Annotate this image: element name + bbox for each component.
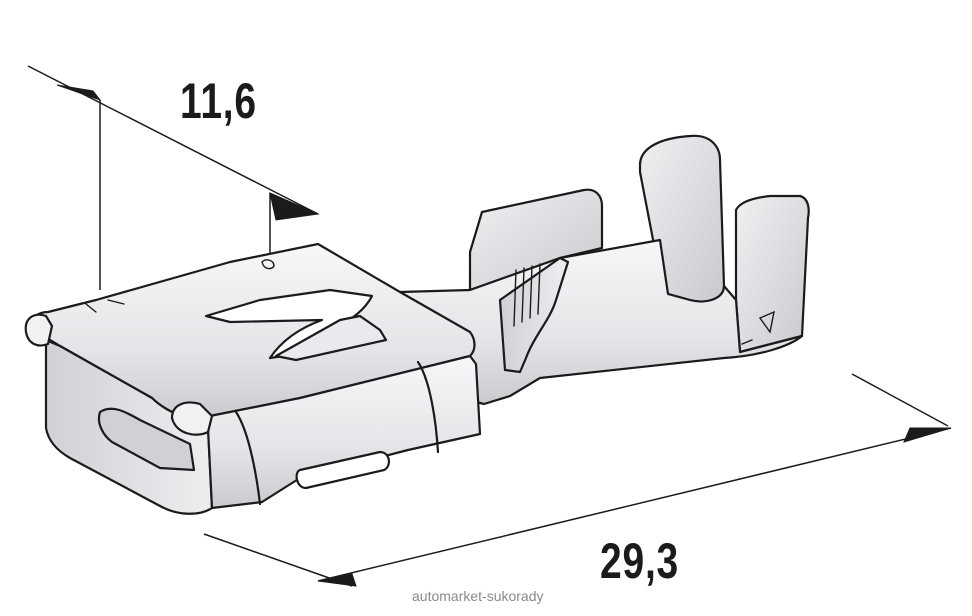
- front-slot: [97, 407, 196, 472]
- wire-crimp-front-wing: [498, 256, 570, 374]
- spring-tongue: [274, 314, 388, 362]
- wire-crimp-rear-wing: [468, 188, 604, 292]
- terminal-part: [24, 134, 810, 515]
- side-clip-band-right: [416, 360, 440, 454]
- serration-lines: [513, 263, 541, 327]
- side-slot: [295, 450, 390, 490]
- body-crease: [85, 299, 125, 313]
- side-clip-band-left: [234, 410, 262, 506]
- crimp-base: [398, 238, 804, 406]
- insulation-crimp-rear-wing: [734, 194, 810, 354]
- detail-lines: [85, 259, 775, 345]
- marking-triangle: [741, 310, 775, 345]
- length-dimension: [203, 373, 952, 587]
- length-dim-line: [317, 427, 952, 582]
- length-dimension-label: 29,3: [600, 533, 680, 589]
- front-curl-right: [170, 401, 214, 436]
- front-curl-left: [24, 313, 54, 347]
- width-arrowhead-right: [269, 192, 320, 221]
- width-arrowhead-left: [56, 84, 102, 102]
- length-arrowhead-right: [903, 427, 952, 443]
- length-extension-left: [203, 533, 353, 587]
- tab-hole: [261, 259, 275, 270]
- length-arrowhead-left: [317, 573, 357, 587]
- receptacle-side-panel: [188, 354, 482, 510]
- watermark-text: automarket-sukorady: [412, 588, 544, 604]
- width-dimension-label: 11,6: [180, 73, 257, 129]
- length-extension-right: [851, 373, 949, 427]
